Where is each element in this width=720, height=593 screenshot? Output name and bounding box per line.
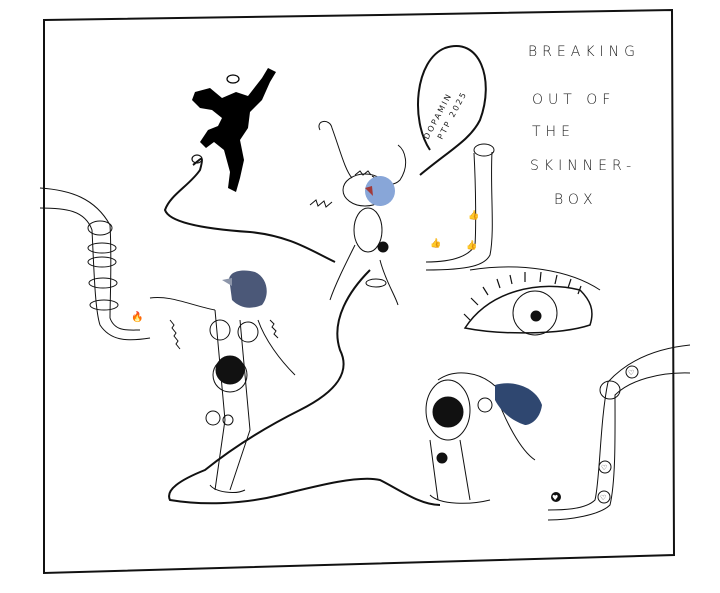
heart-badge: [551, 492, 561, 502]
title-line-1: BREAKING: [528, 44, 640, 60]
pigeon-head-top: [365, 176, 395, 206]
flame-icon: 🔥: [131, 310, 143, 323]
heart-icon: ♥: [552, 494, 558, 502]
heart-icon: ♡: [600, 494, 606, 502]
heart-icon: ♡: [601, 464, 607, 472]
pigeon-beak-top: [365, 186, 373, 196]
thumbs-up-icon: 👍: [466, 239, 477, 251]
title-line-2: OUT OF: [532, 92, 616, 108]
pigeon-figure-left: [149, 296, 296, 493]
pigeon-beak-left: [222, 278, 232, 286]
thumbs-up-icon: 👍: [468, 209, 479, 221]
title-line-5: BOX: [554, 192, 598, 208]
silhouette-jumper: [192, 68, 276, 192]
thumbs-up-icon: 👍: [430, 237, 441, 249]
pigeon-head-left: [229, 270, 267, 308]
pigeon-figure-top: [309, 121, 407, 306]
left-tube: [39, 187, 151, 341]
wandering-line-bottom: [168, 269, 441, 506]
middle-tube: [425, 143, 495, 271]
title-line-4: SKINNER-: [530, 158, 637, 174]
pigeon-head-right: [495, 383, 542, 425]
wandering-line-top: [163, 157, 336, 263]
pigeon-figure-right: [425, 372, 536, 504]
speech-bubble: [417, 45, 487, 176]
line-loop: [191, 154, 203, 164]
heart-icon: ♡: [628, 369, 634, 377]
frame-border: [43, 8, 676, 575]
title-line-3: THE: [532, 124, 575, 140]
eye: [463, 266, 601, 336]
right-tube: [547, 344, 691, 521]
